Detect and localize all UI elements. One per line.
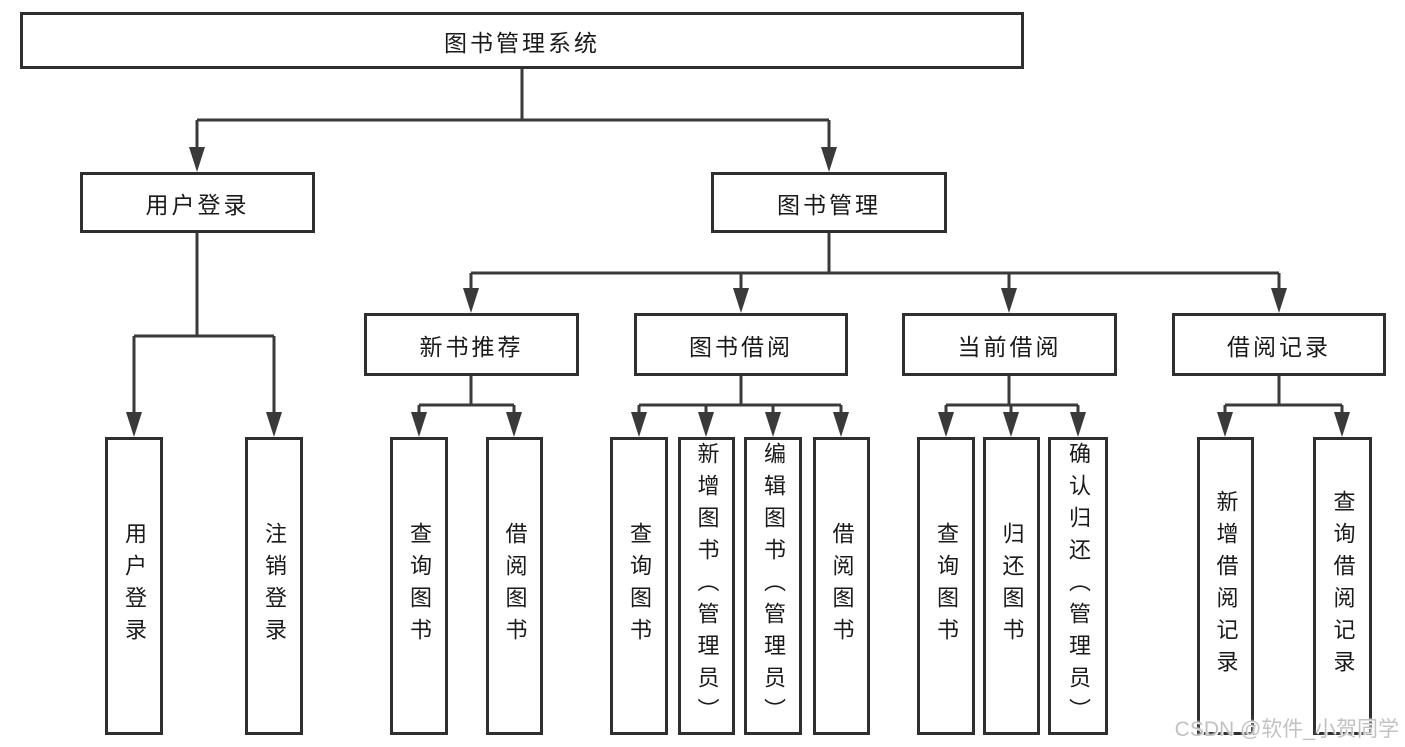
leaf-edit-books-admin: 编辑图书（管理员） [744, 437, 802, 735]
leaf-return-books-label: 归还图书 [999, 522, 1025, 650]
node-borrow-records: 借阅记录 [1172, 313, 1386, 376]
leaf-return-books: 归还图书 [983, 437, 1040, 735]
connector-current-borrow-to-leaves [938, 376, 1086, 437]
leaf-query-books-borrow: 查询图书 [610, 437, 668, 735]
watermark: CSDN @软件_小贺同学 [1174, 718, 1399, 741]
connector-book-mgmt-to-level2 [463, 233, 1287, 313]
leaf-query-borrow-record-label: 查询借阅记录 [1330, 490, 1356, 682]
leaf-logout-label: 注销登录 [262, 522, 287, 650]
leaf-query-books-current: 查询图书 [917, 437, 975, 735]
leaf-add-books-admin: 新增图书（管理员） [678, 437, 735, 735]
node-user-login: 用户登录 [80, 172, 315, 233]
node-book-mgmt-label: 图书管理 [777, 191, 881, 218]
leaf-add-books-admin-label: 新增图书（管理员） [694, 442, 720, 730]
leaf-query-books-borrow-label: 查询图书 [627, 522, 652, 650]
leaf-borrow-books-label: 借阅图书 [829, 522, 855, 650]
leaf-borrow-books-rec: 借阅图书 [486, 437, 543, 735]
node-root-label: 图书管理系统 [444, 29, 600, 56]
connector-borrow-records-to-leaves [1217, 376, 1350, 437]
connector-book-borrow-to-leaves [631, 376, 849, 437]
node-new-book-rec-label: 新书推荐 [419, 333, 524, 360]
leaf-query-books-rec-label: 查询图书 [407, 522, 432, 650]
leaf-logout: 注销登录 [245, 437, 303, 735]
leaf-add-borrow-record: 新增借阅记录 [1197, 437, 1254, 735]
node-book-mgmt: 图书管理 [711, 172, 947, 233]
connector-user-login-to-leaves [126, 233, 282, 437]
node-root: 图书管理系统 [20, 12, 1024, 69]
leaf-add-borrow-record-label: 新增借阅记录 [1213, 490, 1239, 682]
connector-new-book-rec-to-leaves [411, 376, 522, 437]
leaf-borrow-books: 借阅图书 [813, 437, 870, 735]
leaf-user-login: 用户登录 [105, 437, 163, 735]
node-user-login-label: 用户登录 [145, 191, 250, 218]
node-borrow-records-label: 借阅记录 [1227, 333, 1331, 360]
leaf-borrow-books-rec-label: 借阅图书 [502, 522, 528, 650]
node-current-borrow-label: 当前借阅 [957, 333, 1062, 360]
leaf-user-login-label: 用户登录 [122, 522, 147, 650]
node-new-book-rec: 新书推荐 [364, 313, 579, 376]
leaf-confirm-return-admin-label: 确认归还（管理员） [1066, 442, 1091, 730]
node-current-borrow: 当前借阅 [902, 313, 1117, 376]
leaf-confirm-return-admin: 确认归还（管理员） [1048, 437, 1108, 735]
node-book-borrow-label: 图书借阅 [689, 333, 793, 360]
node-book-borrow: 图书借阅 [634, 313, 848, 376]
leaf-edit-books-admin-label: 编辑图书（管理员） [761, 442, 786, 730]
leaf-query-books-rec: 查询图书 [390, 437, 448, 735]
leaf-query-borrow-record: 查询借阅记录 [1313, 437, 1372, 735]
connector-root-to-level1 [189, 69, 837, 172]
leaf-query-books-current-label: 查询图书 [934, 522, 959, 650]
